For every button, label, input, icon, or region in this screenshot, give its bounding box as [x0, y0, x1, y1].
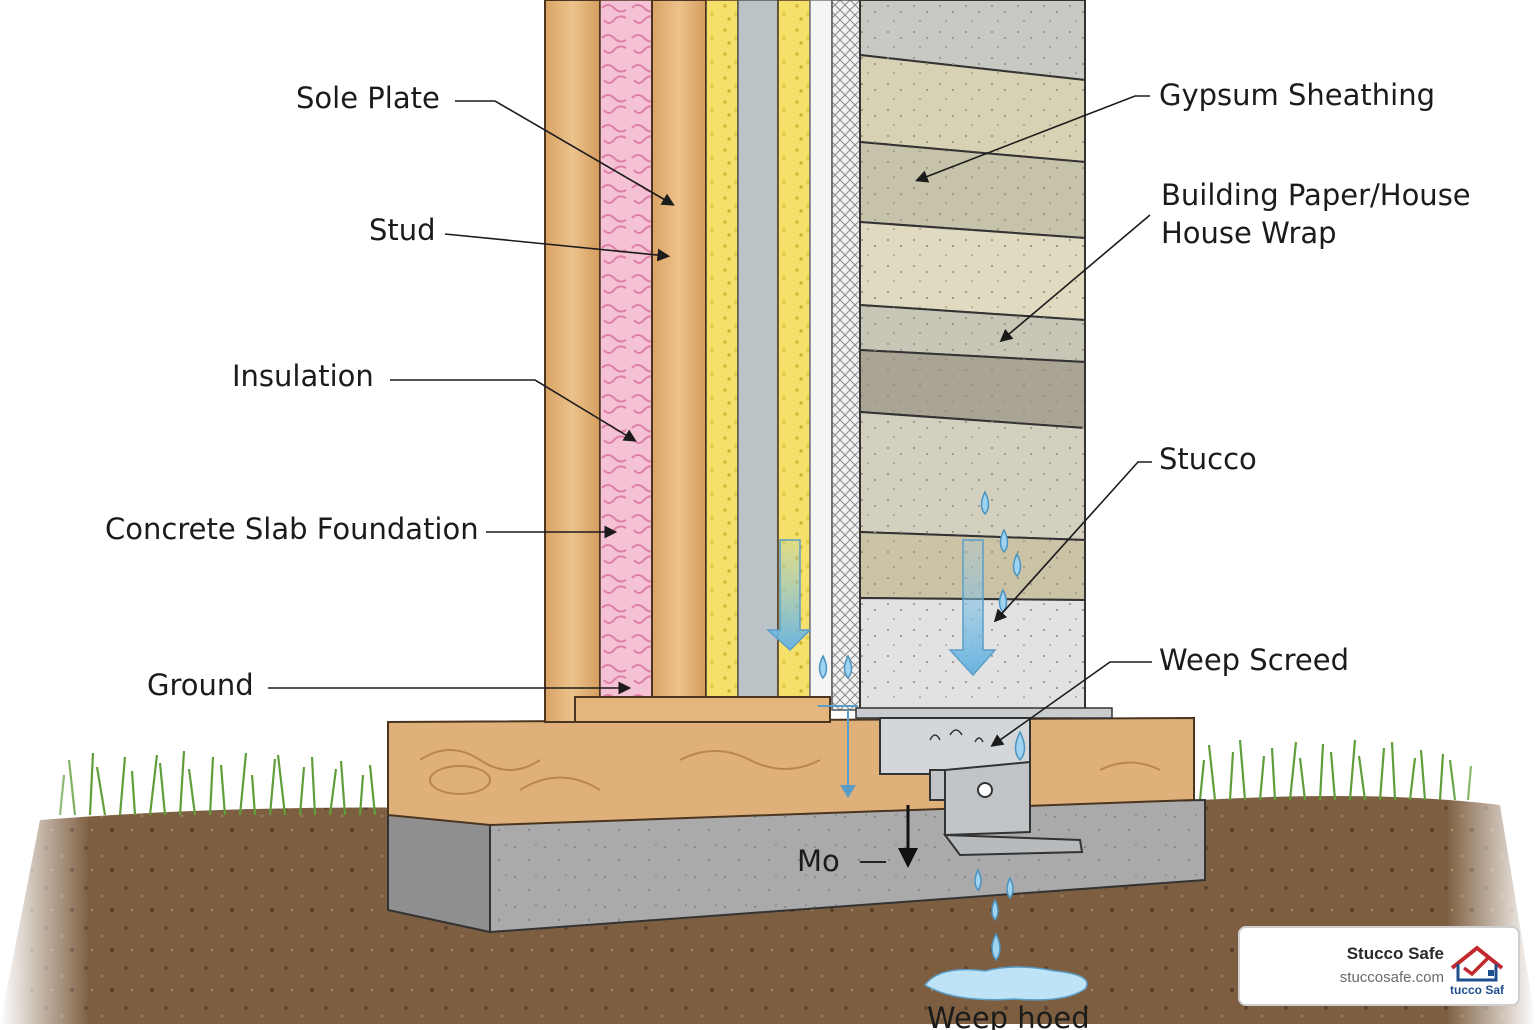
water-puddle	[923, 966, 1088, 1001]
house-logo-icon: tucco Saf	[1450, 945, 1505, 996]
insulation-yellow	[705, 0, 739, 701]
stud-middle	[651, 0, 707, 701]
label-mo: Mo	[797, 844, 840, 878]
label-sole-plate: Sole Plate	[296, 81, 440, 115]
leader-lines	[268, 95, 1152, 747]
label-stud: Stud	[369, 213, 436, 247]
grass	[58, 739, 1473, 816]
brand-url[interactable]: stuccosafe.com	[1339, 969, 1444, 986]
label-weep-screed: Weep Screed	[1159, 643, 1350, 677]
water-flow	[766, 490, 1088, 1001]
building-paper	[809, 0, 833, 701]
bottom-plate	[574, 696, 831, 723]
label-ground: Ground	[147, 668, 254, 702]
weep-screed	[855, 707, 1113, 857]
brand-name: Stucco Safe	[1346, 944, 1444, 963]
water-drops	[818, 490, 1026, 962]
label-stucco: Stucco	[1159, 442, 1257, 476]
label-house-wrap: Building Paper/House House Wrap	[1161, 178, 1471, 250]
label-insulation: Insulation	[232, 359, 374, 393]
moisture-arrow	[860, 805, 918, 868]
label-concrete-slab: Concrete Slab Foundation	[105, 512, 479, 546]
lath-mesh	[831, 0, 861, 711]
stud-left	[544, 0, 601, 723]
insulation-pink	[599, 0, 653, 701]
brand-card[interactable]: Stucco Safe stuccosafe.com tucco Saf	[1238, 926, 1520, 1006]
brand-logo-text: tucco Saf	[1450, 983, 1505, 996]
wall-layers	[544, 0, 861, 723]
label-gypsum: Gypsum Sheathing	[1159, 78, 1435, 112]
gypsum-layer	[737, 0, 779, 701]
label-weep-hoed: Weep hoed	[927, 1001, 1090, 1030]
